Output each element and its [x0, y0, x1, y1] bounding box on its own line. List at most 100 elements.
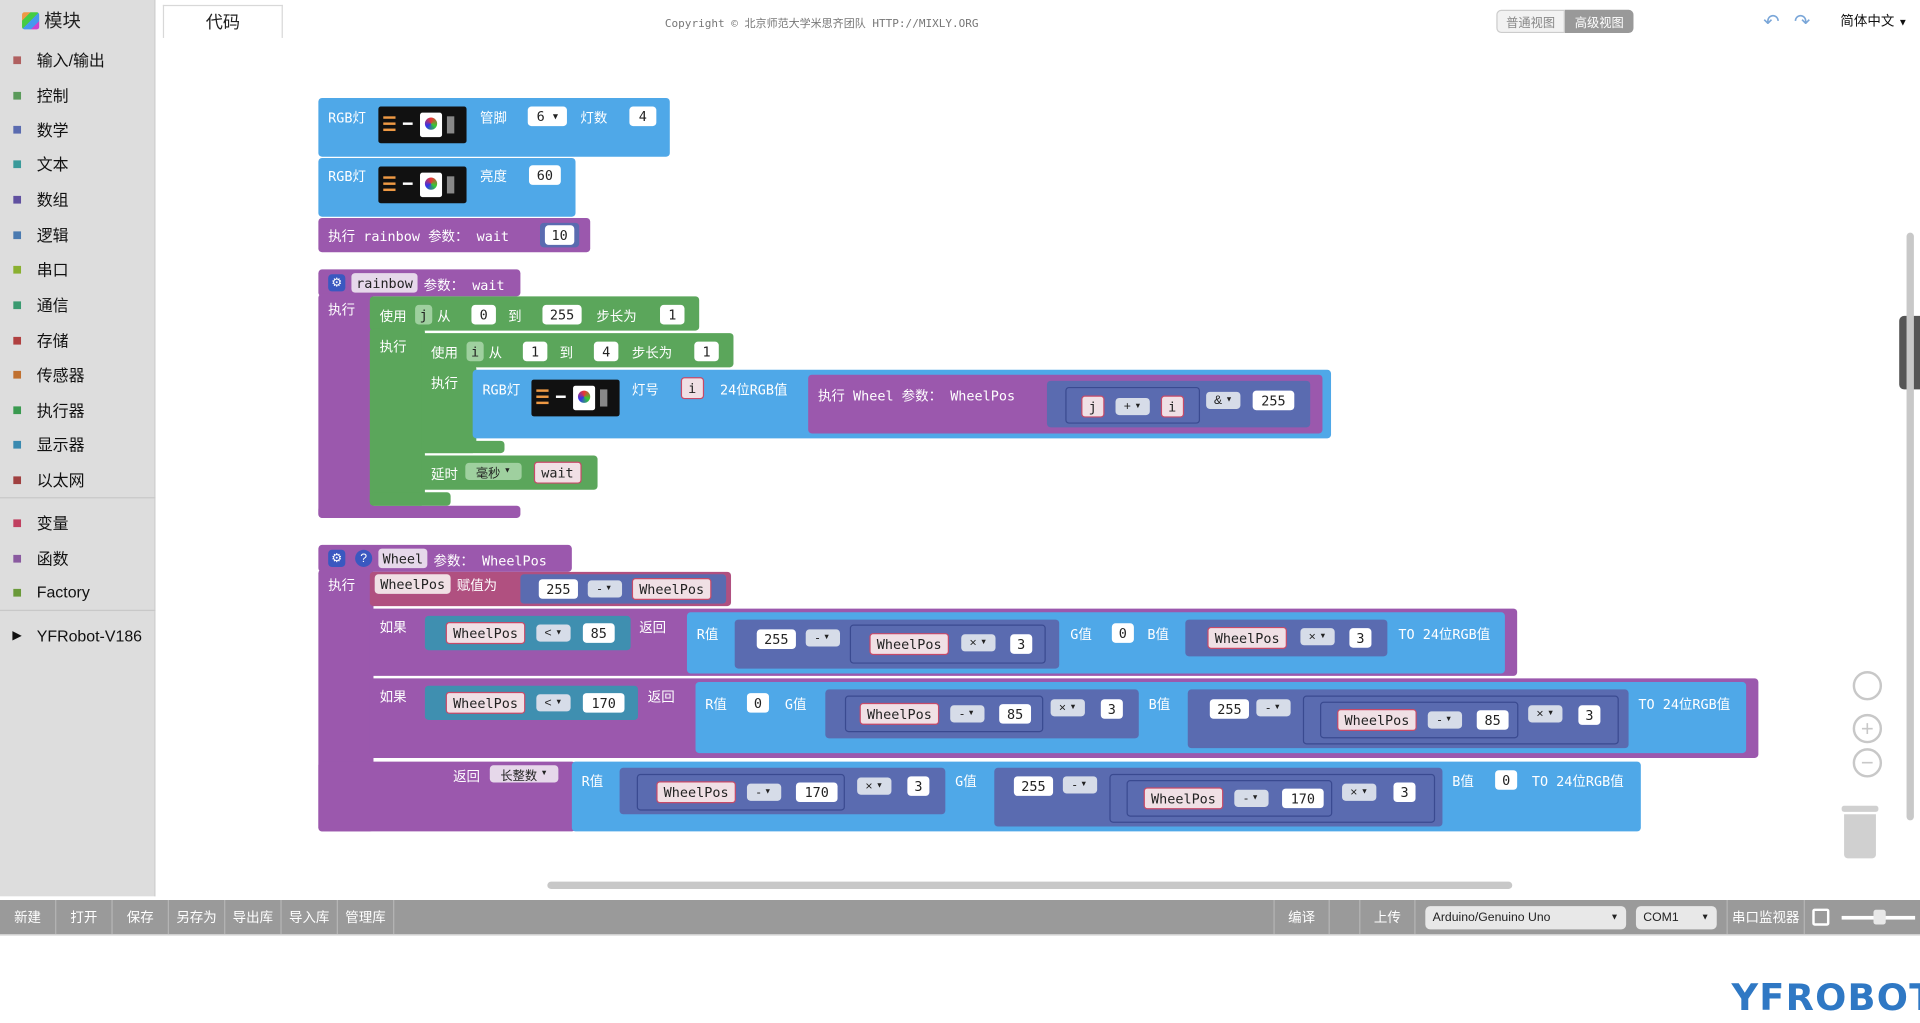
start-input[interactable]: 0 — [471, 304, 496, 325]
minus-operator-dropdown[interactable]: - ▼ — [587, 580, 623, 598]
var-wheelpos[interactable]: WheelPos — [656, 781, 736, 804]
category-7[interactable]: ■通信 — [5, 289, 149, 318]
number-input[interactable]: 85 — [999, 704, 1032, 724]
category-3[interactable]: ■文本 — [5, 148, 149, 177]
help-icon[interactable]: ? — [355, 549, 373, 567]
vertical-scrollbar[interactable] — [1906, 232, 1914, 821]
toolbar-button-2[interactable]: 保存 — [113, 900, 169, 935]
var-wheelpos[interactable]: WheelPos — [631, 577, 712, 601]
tab-code[interactable]: 代码 — [162, 4, 283, 38]
number-input[interactable]: 0 — [746, 693, 769, 713]
number-input[interactable]: 170 — [1282, 788, 1324, 809]
category-13[interactable]: ■变量 — [5, 507, 149, 536]
number-input[interactable]: 170 — [582, 693, 625, 713]
var-wheelpos[interactable]: WheelPos — [1337, 708, 1417, 732]
category-15[interactable]: ■Factory — [5, 577, 149, 606]
number-input[interactable]: 255 — [538, 579, 578, 599]
multiply-operator-dropdown[interactable]: × ▼ — [1050, 699, 1085, 717]
brightness-input[interactable]: 60 — [528, 165, 561, 185]
multiply-operator-dropdown[interactable]: × ▼ — [1528, 705, 1563, 723]
toolbar-button-4[interactable]: 导出库 — [225, 900, 282, 935]
var-wheelpos[interactable]: WheelPos — [1143, 787, 1224, 810]
chip-icon[interactable] — [1812, 908, 1830, 926]
trash-icon[interactable] — [1841, 805, 1879, 860]
var-wheelpos[interactable]: WheelPos — [869, 633, 949, 656]
minus-operator-dropdown[interactable]: - ▼ — [1256, 699, 1291, 717]
start-input[interactable]: 1 — [522, 341, 548, 362]
function-name-field[interactable]: Wheel — [378, 548, 428, 569]
recenter-icon[interactable] — [1852, 671, 1883, 701]
language-select[interactable]: 简体中文 ▼ — [1840, 11, 1907, 31]
category-6[interactable]: ■串口 — [5, 253, 149, 282]
toolbar-button-6[interactable]: 管理库 — [338, 900, 395, 935]
minus-operator-dropdown[interactable]: - ▼ — [746, 783, 782, 801]
gear-icon[interactable]: ⚙ — [328, 549, 346, 567]
minus-operator-dropdown[interactable]: - ▼ — [1062, 776, 1098, 794]
end-input[interactable]: 255 — [542, 304, 582, 325]
number-input[interactable]: 3 — [907, 776, 930, 796]
gear-icon[interactable]: ⚙ — [328, 274, 346, 292]
minus-operator-dropdown[interactable]: - ▼ — [805, 629, 841, 647]
var-i[interactable]: i — [680, 377, 704, 400]
category-10[interactable]: ■执行器 — [5, 394, 149, 423]
advanced-view-button[interactable]: 高级视图 — [1564, 9, 1634, 34]
category-4[interactable]: ■数组 — [5, 184, 149, 213]
horizontal-scrollbar[interactable] — [547, 881, 1513, 889]
number-input[interactable]: 170 — [795, 782, 838, 803]
step-input[interactable]: 1 — [660, 304, 685, 325]
number-input[interactable]: 85 — [1476, 710, 1509, 730]
mask-input[interactable]: 255 — [1252, 390, 1295, 411]
toolbar-button-1[interactable]: 打开 — [56, 900, 113, 935]
assign-var-field[interactable]: WheelPos — [374, 574, 451, 594]
plus-operator-dropdown[interactable]: + ▼ — [1115, 397, 1150, 416]
multiply-operator-dropdown[interactable]: × ▼ — [857, 777, 892, 795]
zoom-out-icon[interactable]: − — [1852, 748, 1883, 778]
var-wheelpos[interactable]: WheelPos — [1207, 626, 1287, 649]
normal-view-button[interactable]: 普通视图 — [1496, 9, 1565, 34]
board-select[interactable]: Arduino/Genuino Uno▼ — [1425, 906, 1627, 930]
multiply-operator-dropdown[interactable]: × ▼ — [961, 634, 996, 652]
toolbar-button-5[interactable]: 导入库 — [282, 900, 338, 935]
delay-unit-dropdown[interactable]: 毫秒 ▼ — [465, 462, 522, 481]
number-input[interactable]: 0 — [1495, 770, 1518, 790]
pin-dropdown[interactable]: 6 ▼ — [527, 106, 567, 127]
count-input[interactable]: 4 — [629, 106, 657, 127]
minus-operator-dropdown[interactable]: - ▼ — [1234, 789, 1269, 807]
toolbar-button-0[interactable]: 新建 — [0, 900, 57, 935]
toolbar-button-3[interactable]: 另存为 — [169, 900, 226, 935]
zoom-in-icon[interactable]: + — [1852, 713, 1883, 744]
number-input[interactable]: 3 — [1010, 634, 1033, 654]
number-input[interactable]: 3 — [1100, 699, 1123, 719]
category-16[interactable]: ▶YFRobot-V186 — [5, 621, 149, 650]
number-input[interactable]: 3 — [1349, 628, 1372, 648]
port-select[interactable]: COM1▼ — [1635, 906, 1717, 930]
multiply-operator-dropdown[interactable]: × ▼ — [1300, 628, 1335, 646]
number-input[interactable]: 255 — [1013, 776, 1054, 796]
number-input[interactable]: 3 — [1393, 782, 1416, 803]
var-i[interactable]: i — [1160, 395, 1184, 418]
function-name-field[interactable]: rainbow — [351, 273, 418, 293]
number-input[interactable]: 3 — [1578, 705, 1601, 725]
category-0[interactable]: ■输入/输出 — [5, 44, 149, 73]
minus-operator-dropdown[interactable]: - ▼ — [1427, 711, 1463, 729]
category-2[interactable]: ■数学 — [5, 114, 149, 143]
number-input[interactable]: 255 — [756, 629, 796, 649]
category-5[interactable]: ■逻辑 — [5, 219, 149, 248]
wait-arg-input[interactable]: 10 — [544, 225, 575, 245]
category-8[interactable]: ■存储 — [5, 324, 149, 353]
upload-button[interactable]: 上传 — [1359, 900, 1416, 935]
zoom-slider-handle[interactable] — [1873, 909, 1886, 925]
category-11[interactable]: ■显示器 — [5, 429, 149, 458]
less-than-dropdown[interactable]: < ▼ — [536, 694, 571, 712]
number-input[interactable]: 255 — [1209, 699, 1249, 719]
and-operator-dropdown[interactable]: & ▼ — [1206, 391, 1241, 409]
end-input[interactable]: 4 — [593, 341, 619, 362]
less-than-dropdown[interactable]: < ▼ — [536, 624, 571, 642]
category-14[interactable]: ■函数 — [5, 542, 149, 571]
serial-monitor-button[interactable]: 串口监视器 — [1726, 900, 1805, 935]
var-j[interactable]: j — [1081, 395, 1105, 418]
multiply-operator-dropdown[interactable]: × ▼ — [1342, 783, 1377, 801]
undo-icon[interactable]: ↶ — [1763, 12, 1780, 34]
loop-var-i[interactable]: i — [466, 341, 484, 362]
output-console[interactable] — [0, 934, 1920, 1023]
